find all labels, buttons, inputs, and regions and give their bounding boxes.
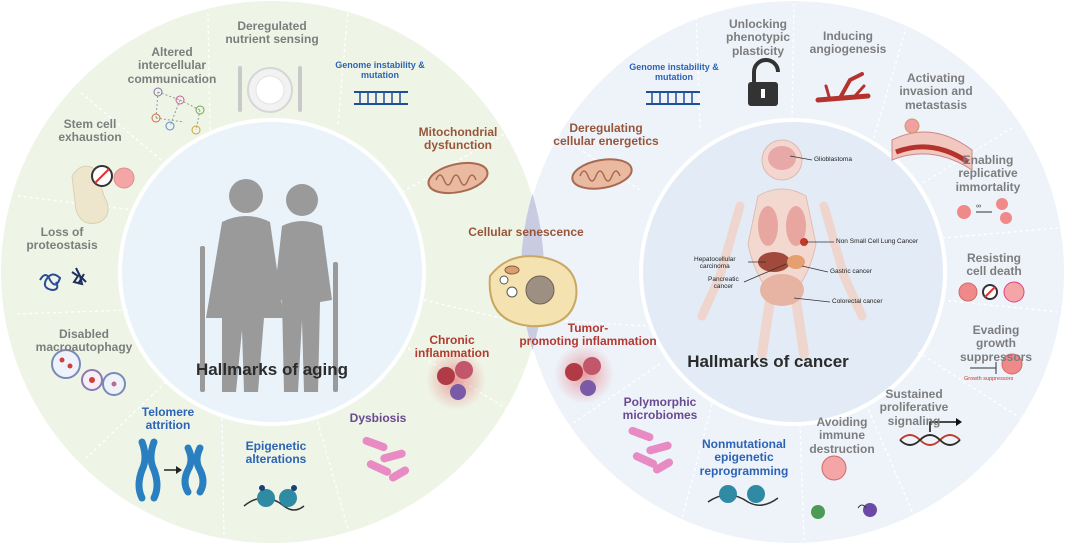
cancer-title: Hallmarks of cancer — [687, 352, 849, 371]
label-sustained-proliferative-signaling: Sustained proliferative signaling — [879, 387, 949, 428]
bacteria-icon-cancer — [628, 426, 674, 474]
label-avoiding-immune-destruction: Avoiding immune destruction — [809, 415, 875, 456]
label-loss-of-proteostasis: Loss of proteostasis — [26, 225, 98, 253]
nucleosome-icon-cancer — [707, 485, 779, 506]
label-chronic-inflammation: Chronic inflammation — [414, 333, 490, 361]
label-altered-intercellular-communication: Altered intercellular communication — [127, 45, 217, 86]
label-disabled-macroautophagy: Disabled macroautophagy — [35, 327, 133, 355]
inflammation-cells-icon-aging — [426, 350, 486, 410]
cell-network-icon — [151, 87, 205, 135]
inflammation-cells-icon-cancer — [554, 344, 614, 404]
label-stem-cell-exhaustion: Stem cell exhaustion — [58, 117, 122, 145]
label-enabling-replicative-immortality: Enabling replicative immortality — [955, 153, 1021, 194]
bone-icon — [71, 165, 135, 224]
label-activating-invasion-metastasis: Activating invasion and metastasis — [899, 71, 973, 112]
bacteria-icon-aging — [362, 436, 410, 482]
label-nonmutational-epigenetic-reprogramming: Nonmutational epigenetic reprogramming — [699, 437, 789, 478]
organ-label-glioblastoma: Glioblastoma — [814, 156, 852, 163]
senescent-cell-icon — [488, 255, 578, 328]
organ-label-hepato: Hepatocellular carcinoma — [694, 256, 736, 271]
dna-ladder-icon-cancer — [646, 91, 700, 105]
aging-dividers — [15, 9, 519, 541]
padlock-icon — [748, 58, 780, 106]
aging-title: Hallmarks of aging — [195, 360, 349, 379]
organ-label-colorectal: Colorectal cancer — [832, 298, 883, 305]
label-telomere-attrition: Telomere attrition — [141, 405, 195, 433]
elderly-couple-icon — [200, 179, 338, 392]
mitochondrion-icon-cancer — [571, 158, 633, 190]
label-dysbiosis: Dysbiosis — [349, 411, 407, 425]
protein-aggregate-icon — [39, 267, 87, 292]
cell-death-icon — [958, 281, 1025, 303]
nucleosome-icon — [243, 485, 305, 511]
plate-icon — [238, 66, 302, 113]
organ-label-pancreatic: Pancreatic cancer — [708, 276, 739, 291]
label-evading-growth-suppressors: Evading growth suppressors — [959, 323, 1033, 364]
label-unlocking-phenotypic-plasticity: Unlocking phenotypic plasticity — [725, 17, 791, 58]
immune-cells-icon — [811, 455, 877, 519]
organ-label-gastric: Gastric cancer — [830, 268, 872, 275]
organ-pointer-lines — [743, 155, 834, 303]
label-genome-instability-aging: Genome instability & mutation — [335, 60, 425, 81]
mitochondrion-icon-aging — [427, 161, 489, 195]
human-body-icon — [697, 139, 867, 359]
replicative-cells-icon: ∞ — [957, 198, 1012, 224]
autophagy-vesicles-icon — [51, 349, 126, 396]
blood-vessel-icon — [815, 72, 871, 103]
label-polymorphic-microbiomes: Polymorphic microbiomes — [622, 395, 698, 423]
chromosome-icon — [135, 438, 207, 502]
label-cellular-senescence: Cellular senescence — [468, 225, 584, 239]
metastasis-icon — [891, 118, 973, 171]
growth-suppressor-icon — [970, 353, 1023, 375]
label-inducing-angiogenesis: Inducing angiogenesis — [809, 29, 887, 57]
label-tumor-promoting-inflammation: Tumor- promoting inflammation — [519, 321, 657, 349]
dna-helix-arrow-icon — [899, 418, 962, 446]
label-resisting-cell-death: Resisting cell death — [966, 251, 1022, 279]
label-epigenetic-alterations: Epigenetic alterations — [245, 439, 307, 467]
organ-label-lung: Non Small Cell Lung Cancer — [836, 238, 919, 245]
svg-text:∞: ∞ — [976, 203, 981, 210]
label-deregulating-cellular-energetics: Deregulating cellular energetics — [553, 121, 659, 149]
label-genome-instability-cancer: Genome instability & mutation — [629, 62, 719, 83]
growth-suppressors-caption: Growth suppressors — [964, 376, 1014, 382]
label-mitochondrial-dysfunction: Mitochondrial dysfunction — [418, 125, 498, 153]
cancer-dividers — [547, 3, 1059, 541]
dna-ladder-icon-aging — [354, 91, 408, 105]
label-deregulated-nutrient-sensing: Deregulated nutrient sensing — [225, 19, 319, 47]
